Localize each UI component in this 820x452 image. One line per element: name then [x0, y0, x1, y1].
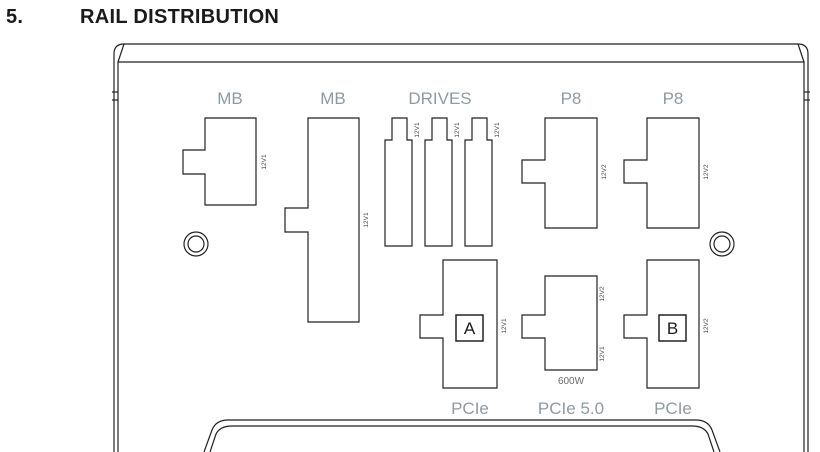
mounting-hole-left [183, 231, 209, 257]
mounting-hole-right [709, 231, 735, 257]
section-heading: 5. RAIL DISTRIBUTION [6, 6, 279, 29]
marker-box-a [455, 314, 484, 342]
bottom-cutout [203, 419, 721, 452]
label-pcie-b: PCIe [654, 399, 692, 418]
rail-mb-right: 12V1 [363, 212, 370, 228]
label-mb-left: MB [217, 89, 243, 108]
connector-pcie-b: B 12V2 [623, 259, 710, 389]
rail-pcie5-top: 12V2 [599, 286, 606, 302]
label-pcie-a: PCIe [451, 399, 489, 418]
connector-pcie-a: A 12V1 [419, 259, 508, 389]
marker-box-b [658, 314, 687, 342]
rail-p8-left: 12V2 [601, 164, 608, 180]
connector-p8-left: 12V2 [521, 117, 608, 229]
label-mb-right: MB [320, 89, 346, 108]
rail-pcie-b: 12V2 [703, 318, 710, 334]
label-p8-right: P8 [663, 89, 684, 108]
marker-b: B [667, 319, 678, 338]
rail-p8-right: 12V2 [703, 164, 710, 180]
chassis-outline [112, 43, 810, 452]
connector-p8-right: 12V2 [623, 117, 710, 229]
rail-drive-1: 12V1 [414, 122, 421, 138]
rail-pcie5-bottom: 12V1 [599, 346, 606, 362]
label-drives: DRIVES [408, 89, 471, 108]
connector-drive-2: 12V1 [424, 117, 461, 247]
connector-drive-1: 12V1 [384, 117, 421, 247]
rail-drive-3: 12V1 [494, 122, 501, 138]
section-number: 5. [6, 6, 24, 28]
label-p8-left: P8 [561, 89, 582, 108]
rail-pcie-a: 12V1 [501, 318, 508, 334]
rail-mb-left: 12V1 [261, 154, 268, 170]
connector-drive-3: 12V1 [464, 117, 501, 247]
section-title: RAIL DISTRIBUTION [80, 6, 280, 28]
connector-mb-right: 12V1 [284, 117, 370, 323]
label-pcie5: PCIe 5.0 [538, 399, 604, 418]
connector-pcie5: 12V2 12V1 600W [521, 275, 606, 387]
marker-a: A [464, 319, 476, 338]
connector-mb-left: 12V1 [182, 117, 268, 206]
pcie5-wattage: 600W [558, 376, 585, 387]
rail-drive-2: 12V1 [454, 122, 461, 138]
